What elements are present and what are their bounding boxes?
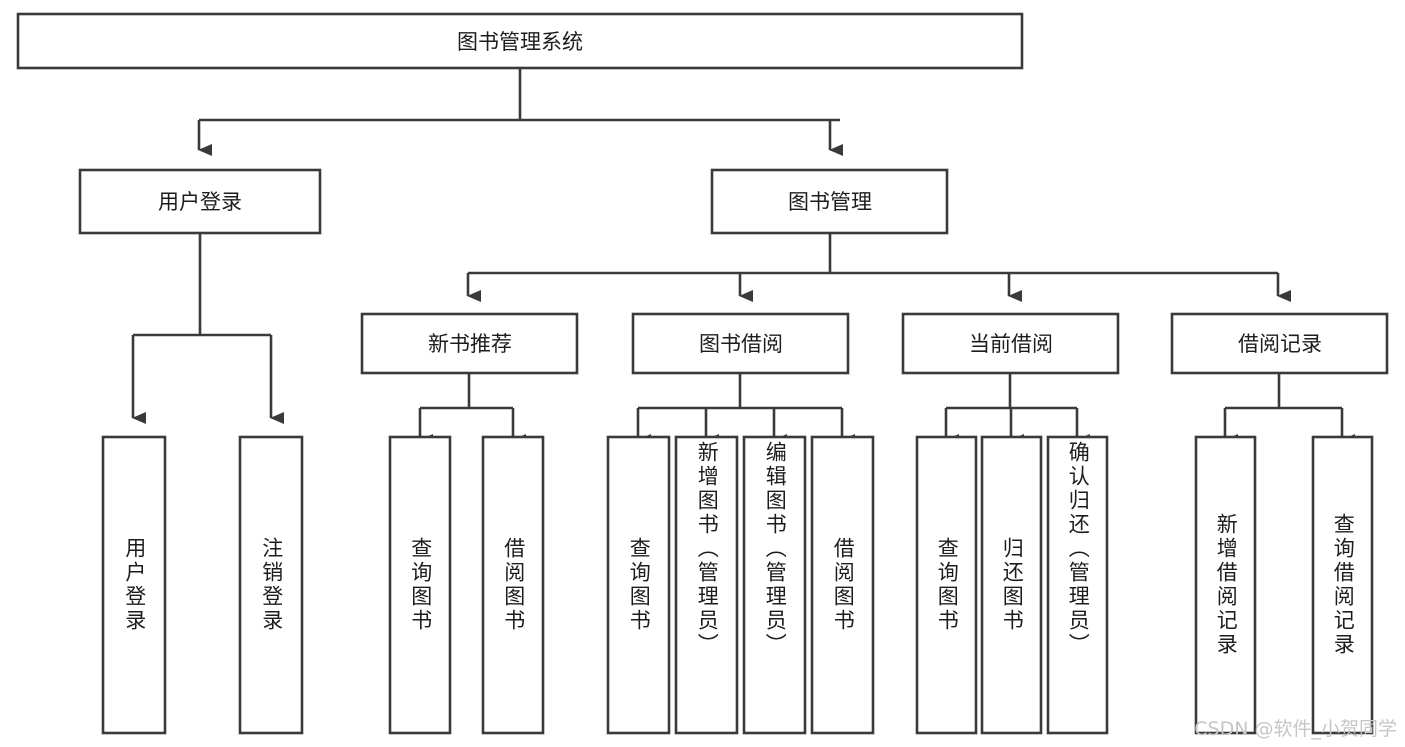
leaf-add-book-admin[interactable]: 新增图书（管理员）	[674, 435, 739, 735]
leaf-query-borrow-record[interactable]: 查询借阅记录	[1311, 435, 1374, 735]
leaf-query-book-2[interactable]: 查询图书	[606, 435, 671, 735]
node-borrow-record[interactable]: 借阅记录	[1170, 312, 1389, 375]
leaf-edit-book-admin-box[interactable]	[742, 435, 807, 735]
leaf-user-logout-label: 注销登录	[259, 537, 284, 633]
node-root-label: 图书管理系统	[457, 30, 583, 54]
node-user-login[interactable]: 用户登录	[78, 168, 322, 235]
node-book-manage[interactable]: 图书管理	[710, 168, 949, 235]
node-user-login-label: 用户登录	[158, 190, 242, 214]
node-user-login-box[interactable]	[78, 168, 322, 235]
node-current-borrow[interactable]: 当前借阅	[901, 312, 1120, 375]
node-current-borrow-label: 当前借阅	[969, 332, 1053, 356]
node-borrow-record-label: 借阅记录	[1238, 332, 1322, 356]
leaf-query-book-1[interactable]: 查询图书	[388, 435, 452, 735]
leaf-add-borrow-record-box[interactable]	[1194, 435, 1257, 735]
leaf-user-login-label: 用户登录	[122, 537, 147, 633]
leaf-query-book-2-box[interactable]	[606, 435, 671, 735]
leaf-confirm-return-admin-label: 确认归还（管理员）	[1066, 441, 1091, 657]
leaf-user-logout[interactable]: 注销登录	[238, 435, 304, 735]
leaf-query-book-1-box[interactable]	[388, 435, 452, 735]
leaf-query-book-2-label: 查询图书	[627, 537, 652, 633]
leaf-query-book-3[interactable]: 查询图书	[915, 435, 978, 735]
leaf-return-book[interactable]: 归还图书	[980, 435, 1043, 735]
leaf-query-book-3-box[interactable]	[915, 435, 978, 735]
leaf-borrow-book-2-box[interactable]	[810, 435, 875, 735]
leaf-user-logout-box[interactable]	[238, 435, 304, 735]
leaf-borrow-book-2[interactable]: 借阅图书	[810, 435, 875, 735]
node-book-manage-box[interactable]	[710, 168, 949, 235]
leaf-confirm-return-admin-box[interactable]	[1046, 435, 1109, 735]
node-book-manage-label: 图书管理	[788, 190, 872, 214]
node-root-box[interactable]	[16, 12, 1024, 70]
leaf-add-book-admin-label: 新增图书（管理员）	[695, 441, 720, 657]
leaf-return-book-box[interactable]	[980, 435, 1043, 735]
leaf-user-login[interactable]: 用户登录	[101, 435, 167, 735]
leaf-add-borrow-record-label: 新增借阅记录	[1214, 513, 1239, 657]
leaf-borrow-book-2-label: 借阅图书	[831, 537, 856, 633]
leaf-query-book-3-label: 查询图书	[935, 537, 960, 633]
leaf-query-book-1-label: 查询图书	[408, 537, 433, 633]
leaf-query-borrow-record-label: 查询借阅记录	[1331, 513, 1356, 657]
node-book-borrow-label: 图书借阅	[699, 332, 783, 356]
leaf-borrow-book-1-box[interactable]	[481, 435, 545, 735]
node-borrow-record-box[interactable]	[1170, 312, 1389, 375]
node-new-book-recommend-label: 新书推荐	[428, 332, 512, 356]
leaf-add-book-admin-box[interactable]	[674, 435, 739, 735]
leaf-edit-book-admin[interactable]: 编辑图书（管理员）	[742, 435, 807, 735]
node-new-book-recommend[interactable]: 新书推荐	[360, 312, 579, 375]
node-current-borrow-box[interactable]	[901, 312, 1120, 375]
leaf-edit-book-admin-label: 编辑图书（管理员）	[763, 441, 788, 657]
leaf-user-login-box[interactable]	[101, 435, 167, 735]
leaf-query-borrow-record-box[interactable]	[1311, 435, 1374, 735]
leaf-confirm-return-admin[interactable]: 确认归还（管理员）	[1046, 435, 1109, 735]
leaf-return-book-label: 归还图书	[1000, 537, 1025, 633]
leaf-borrow-book-1[interactable]: 借阅图书	[481, 435, 545, 735]
node-book-borrow-box[interactable]	[631, 312, 850, 375]
leaf-borrow-book-1-label: 借阅图书	[501, 537, 526, 633]
node-new-book-recommend-box[interactable]	[360, 312, 579, 375]
connector-layer	[131, 68, 1355, 446]
node-book-borrow[interactable]: 图书借阅	[631, 312, 850, 375]
node-root[interactable]: 图书管理系统	[16, 12, 1024, 70]
leaf-add-borrow-record[interactable]: 新增借阅记录	[1194, 435, 1257, 735]
